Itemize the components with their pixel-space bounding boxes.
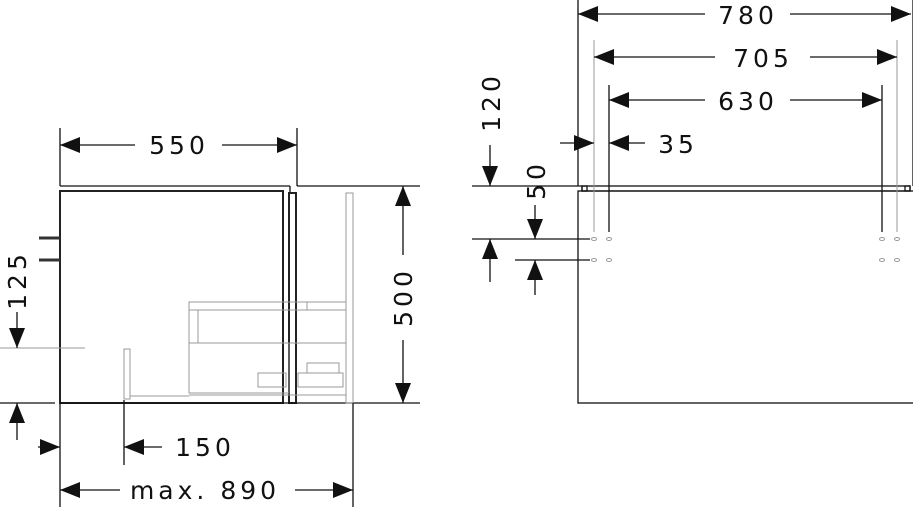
front-view: 780 705 630 35 120 50: [472, 0, 913, 404]
cabinet-body: [59, 190, 284, 404]
dim-width-label: 550: [149, 131, 209, 160]
cabinet-front: [577, 190, 913, 404]
dim-top-offset-label: 120: [477, 72, 506, 132]
drawer-rail-left: [257, 372, 287, 388]
wall-panel: [345, 192, 354, 404]
dim-hole-inner-label: 630: [718, 87, 778, 116]
dim-hole-spacing-label: 35: [658, 130, 698, 159]
siphon-pipe: [123, 348, 131, 400]
dim-total-width-label: 780: [718, 1, 778, 30]
side-view: 550 500 125 150 max. 890: [0, 128, 420, 507]
drawer-rail-right: [297, 372, 344, 388]
dim-max-depth-label: max. 890: [130, 476, 280, 505]
dim-hole-outer-label: 705: [733, 44, 793, 73]
dim-height-label: 500: [389, 267, 418, 327]
mounting-holes: [591, 237, 900, 262]
wall-hooks: [39, 236, 60, 262]
cabinet-door: [288, 192, 297, 404]
countertop: [581, 185, 911, 192]
dim-siphon-offset-label: 150: [175, 433, 235, 462]
dim-hole-vertical-label: 50: [522, 160, 551, 200]
drawer: [188, 301, 347, 396]
dim-siphon-height-label: 125: [3, 250, 32, 310]
